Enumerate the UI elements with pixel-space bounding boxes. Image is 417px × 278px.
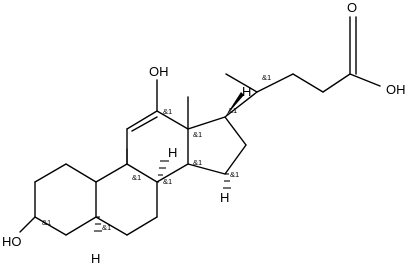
stereo-marker-c10: &1 xyxy=(132,173,141,182)
stereo-marker-c3: &1 xyxy=(42,218,51,227)
ring-a xyxy=(34,163,97,236)
acid-hydroxyl-label: OH xyxy=(386,82,406,97)
stereo-marker-c12: &1 xyxy=(163,107,172,116)
stereo-marker-c13: &1 xyxy=(193,130,202,139)
stereo-marker-c8: &1 xyxy=(163,177,172,186)
stereo-marker-c9: &1 xyxy=(193,158,202,167)
hydrogen-8-label: H xyxy=(168,145,177,160)
stereo-marker-c20: &1 xyxy=(262,73,271,82)
side-chain xyxy=(224,16,381,118)
stereo-marker-c5: &1 xyxy=(102,223,111,232)
stereo-wedge-h17 xyxy=(225,92,244,117)
stereo-marker-c17: &1 xyxy=(228,106,237,115)
ring-c xyxy=(126,110,189,183)
stereo-hash-h5 xyxy=(94,216,102,232)
stereo-hash-h14 xyxy=(223,173,231,189)
ring-d xyxy=(187,116,247,175)
hydroxyl-12-label: OH xyxy=(149,64,169,79)
ring-b xyxy=(95,163,158,236)
stereo-hash-h8 xyxy=(157,160,169,183)
hydrogen-14-label: H xyxy=(220,190,229,205)
hydroxyl-3-label: HO xyxy=(2,234,22,249)
hydrogen-5-label: H xyxy=(91,251,100,266)
hydroxyl-3-bond xyxy=(19,216,36,233)
carbonyl-oxygen-label: O xyxy=(347,0,357,15)
hydrogen-17-label: H xyxy=(242,84,251,99)
stereo-marker-c14: &1 xyxy=(230,170,239,179)
